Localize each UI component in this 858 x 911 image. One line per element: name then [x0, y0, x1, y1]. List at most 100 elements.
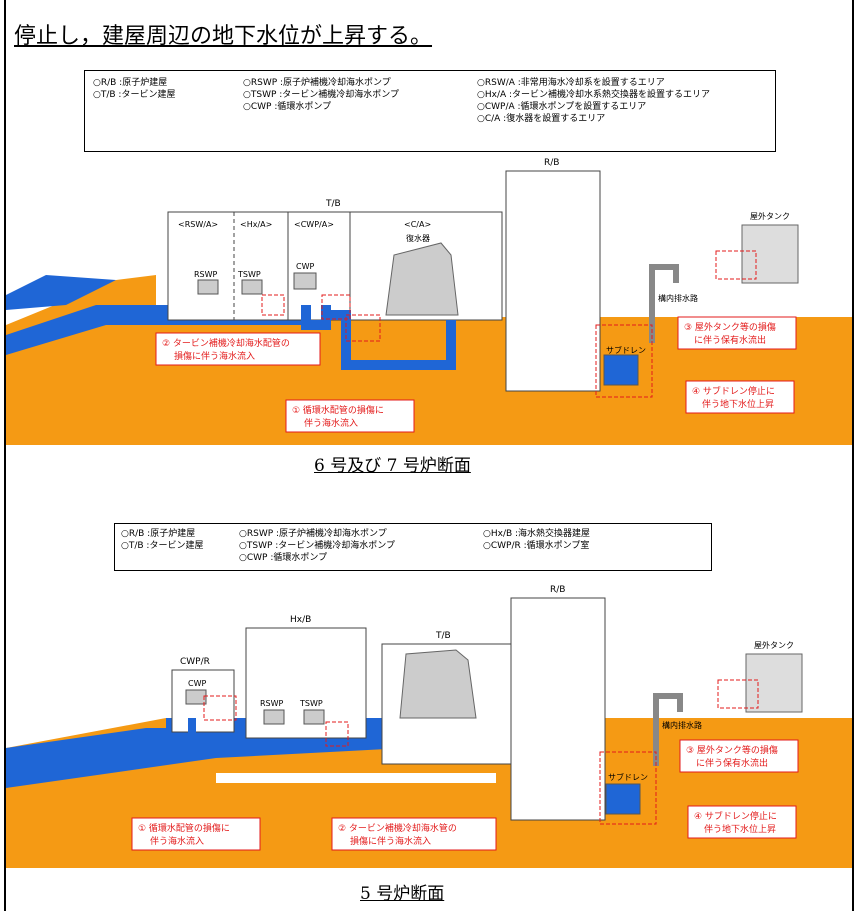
- legend1-col-3: ○RSW/A :非常用海水冷却系を設置するエリア ○Hx/A :タービン補機冷却…: [477, 77, 710, 125]
- note-marker: [321, 294, 351, 320]
- note-text: ③ 屋外タンク等の損傷: [686, 744, 778, 756]
- legend-diagram2: ○R/B :原子炉建屋 ○T/B :タービン建屋 ○RSWP :原子炉補機冷却海…: [114, 523, 712, 571]
- legend-item: ○TSWP :タービン補機冷却海水ポンプ: [243, 90, 400, 100]
- label-tb: T/B: [435, 631, 451, 641]
- legend-item: ○R/B :原子炉建屋: [93, 78, 168, 88]
- legend-item: ○Hx/A :タービン補機冷却水系熱交換器を設置するエリア: [477, 90, 711, 100]
- label-cwpr: CWP/R: [180, 657, 210, 667]
- sea: [6, 275, 116, 310]
- note-text: 伴う地下水位上昇: [704, 823, 776, 835]
- rswp-pump: [263, 709, 285, 725]
- note-marker: [717, 679, 759, 709]
- label-tswp: TSWP: [299, 699, 323, 708]
- legend-item: ○CWP/R :循環水ポンプ室: [483, 541, 590, 551]
- legend-item: ○Hx/B :海水熱交換器建屋: [483, 529, 591, 539]
- note-3: ③ 屋外タンク等の損傷 に伴う保有水流出: [677, 316, 797, 350]
- legend1-col-2: ○RSWP :原子炉補機冷却海水ポンプ ○TSWP :タービン補機冷却海水ポンプ…: [243, 77, 399, 113]
- legend2-col-3: ○Hx/B :海水熱交換器建屋 ○CWP/R :循環水ポンプ室: [483, 528, 590, 552]
- page-title: 停止し，建屋周辺の地下水位が上昇する。: [14, 24, 433, 49]
- legend-item: ○RSWP :原子炉補機冷却海水ポンプ: [239, 529, 387, 539]
- note-text: ① 循環水配管の損傷に: [138, 822, 230, 834]
- rb-building: [505, 170, 601, 392]
- note-2: ② タービン補機冷却海水配管の 損傷に伴う海水流入: [155, 332, 321, 366]
- label-rswp: RSWP: [194, 270, 218, 279]
- note-4: ④ サブドレン停止に 伴う地下水位上昇: [685, 380, 795, 414]
- note-marker: [261, 294, 285, 316]
- cwp-pump: [293, 272, 317, 290]
- diagram1-cross-section: R/B T/B <RSW/A> <Hx/A> <CWP/A> <C/A> RSW…: [6, 158, 852, 445]
- legend-item: ○T/B :タービン建屋: [93, 90, 176, 100]
- label-cwp: CWP: [296, 262, 314, 271]
- sea: [6, 718, 501, 788]
- note-marker: [325, 721, 349, 747]
- legend2-col-1: ○R/B :原子炉建屋 ○T/B :タービン建屋: [121, 528, 203, 552]
- legend-item: ○CWP :循環水ポンプ: [243, 102, 332, 112]
- caption-diagram2: 5 号炉断面: [360, 884, 445, 904]
- note-text: に伴う保有水流出: [694, 334, 766, 346]
- label-hxb: Hx/B: [290, 615, 311, 625]
- label-rswp: RSWP: [260, 699, 284, 708]
- legend-item: ○RSW/A :非常用海水冷却系を設置するエリア: [477, 78, 665, 88]
- note-marker: [595, 324, 653, 398]
- label-hxa: <Hx/A>: [240, 220, 272, 229]
- legend-diagram1: ○R/B :原子炉建屋 ○T/B :タービン建屋 ○RSWP :原子炉補機冷却海…: [84, 70, 776, 152]
- tswp-pump: [241, 279, 263, 295]
- turbine: [399, 649, 477, 719]
- tswp-pump: [303, 709, 325, 725]
- label-tswp: TSWP: [237, 270, 261, 279]
- outdoor-tank: [741, 224, 799, 284]
- drain-pipe: [653, 693, 683, 766]
- legend-item: ○C/A :復水器を設置するエリア: [477, 114, 606, 124]
- note-2: ② タービン補機冷却海水管の 損傷に伴う海水流入: [331, 817, 497, 851]
- cwp-pump: [185, 689, 207, 705]
- note-text: 損傷に伴う海水流入: [174, 350, 255, 362]
- label-cwpa: <CWP/A>: [294, 220, 334, 229]
- label-subdrain: サブドレン: [608, 772, 648, 782]
- rb-building: [510, 597, 606, 821]
- note-text: ④ サブドレン停止に: [694, 810, 777, 822]
- note-text: ② タービン補機冷却海水配管の: [162, 337, 290, 349]
- circulating-water-pipe: [301, 305, 456, 370]
- outdoor-tank: [745, 653, 803, 713]
- subdrain-box: [603, 354, 639, 386]
- note-text: 伴う地下水位上昇: [702, 398, 774, 410]
- label-tb: T/B: [325, 199, 341, 209]
- note-text: に伴う保有水流出: [696, 757, 768, 769]
- label-rb: R/B: [550, 585, 565, 595]
- label-rswa: <RSW/A>: [178, 220, 218, 229]
- note-1: ① 循環水配管の損傷に 伴う海水流入: [285, 399, 415, 433]
- label-cwp: CWP: [188, 679, 206, 688]
- legend-item: ○CWP/A :循環水ポンプを設置するエリア: [477, 102, 647, 112]
- drain-pipe: [649, 264, 679, 343]
- label-subdrain: サブドレン: [606, 345, 646, 355]
- note-marker: [715, 250, 757, 280]
- note-4: ④ サブドレン停止に 伴う地下水位上昇: [687, 805, 797, 839]
- legend-item: ○R/B :原子炉建屋: [121, 529, 196, 539]
- label-drain: 構内排水路: [658, 293, 698, 303]
- legend-item: ○TSWP :タービン補機冷却海水ポンプ: [239, 541, 396, 551]
- note-text: ③ 屋外タンク等の損傷: [684, 321, 776, 333]
- label-drain: 構内排水路: [662, 720, 702, 730]
- note-text: 損傷に伴う海水流入: [350, 835, 431, 847]
- rswp-pump: [197, 279, 219, 295]
- legend2-col-2: ○RSWP :原子炉補機冷却海水ポンプ ○TSWP :タービン補機冷却海水ポンプ…: [239, 528, 395, 564]
- legend-item: ○CWP :循環水ポンプ: [239, 553, 328, 563]
- note-text: ② タービン補機冷却海水管の: [338, 822, 457, 834]
- note-text: 伴う海水流入: [304, 417, 358, 429]
- note-text: ① 循環水配管の損傷に: [292, 404, 384, 416]
- note-3: ③ 屋外タンク等の損傷 に伴う保有水流出: [679, 739, 799, 773]
- label-rb: R/B: [544, 158, 559, 168]
- legend-item: ○T/B :タービン建屋: [121, 541, 204, 551]
- legend-item: ○RSWP :原子炉補機冷却海水ポンプ: [243, 78, 391, 88]
- label-tank: 屋外タンク: [750, 211, 790, 221]
- note-marker: [599, 751, 657, 825]
- note-text: 伴う海水流入: [150, 835, 204, 847]
- note-1: ① 循環水配管の損傷に 伴う海水流入: [131, 817, 261, 851]
- label-condenser: 復水器: [406, 233, 430, 243]
- diagram2-cross-section: R/B T/B Hx/B CWP/R CWP RSWP TSWP 屋外タンク 構…: [6, 585, 852, 868]
- page-frame: [4, 0, 854, 911]
- label-ca: <C/A>: [404, 220, 431, 229]
- condenser: [385, 242, 459, 316]
- label-tank: 屋外タンク: [754, 640, 794, 650]
- legend1-col-1: ○R/B :原子炉建屋 ○T/B :タービン建屋: [93, 77, 175, 101]
